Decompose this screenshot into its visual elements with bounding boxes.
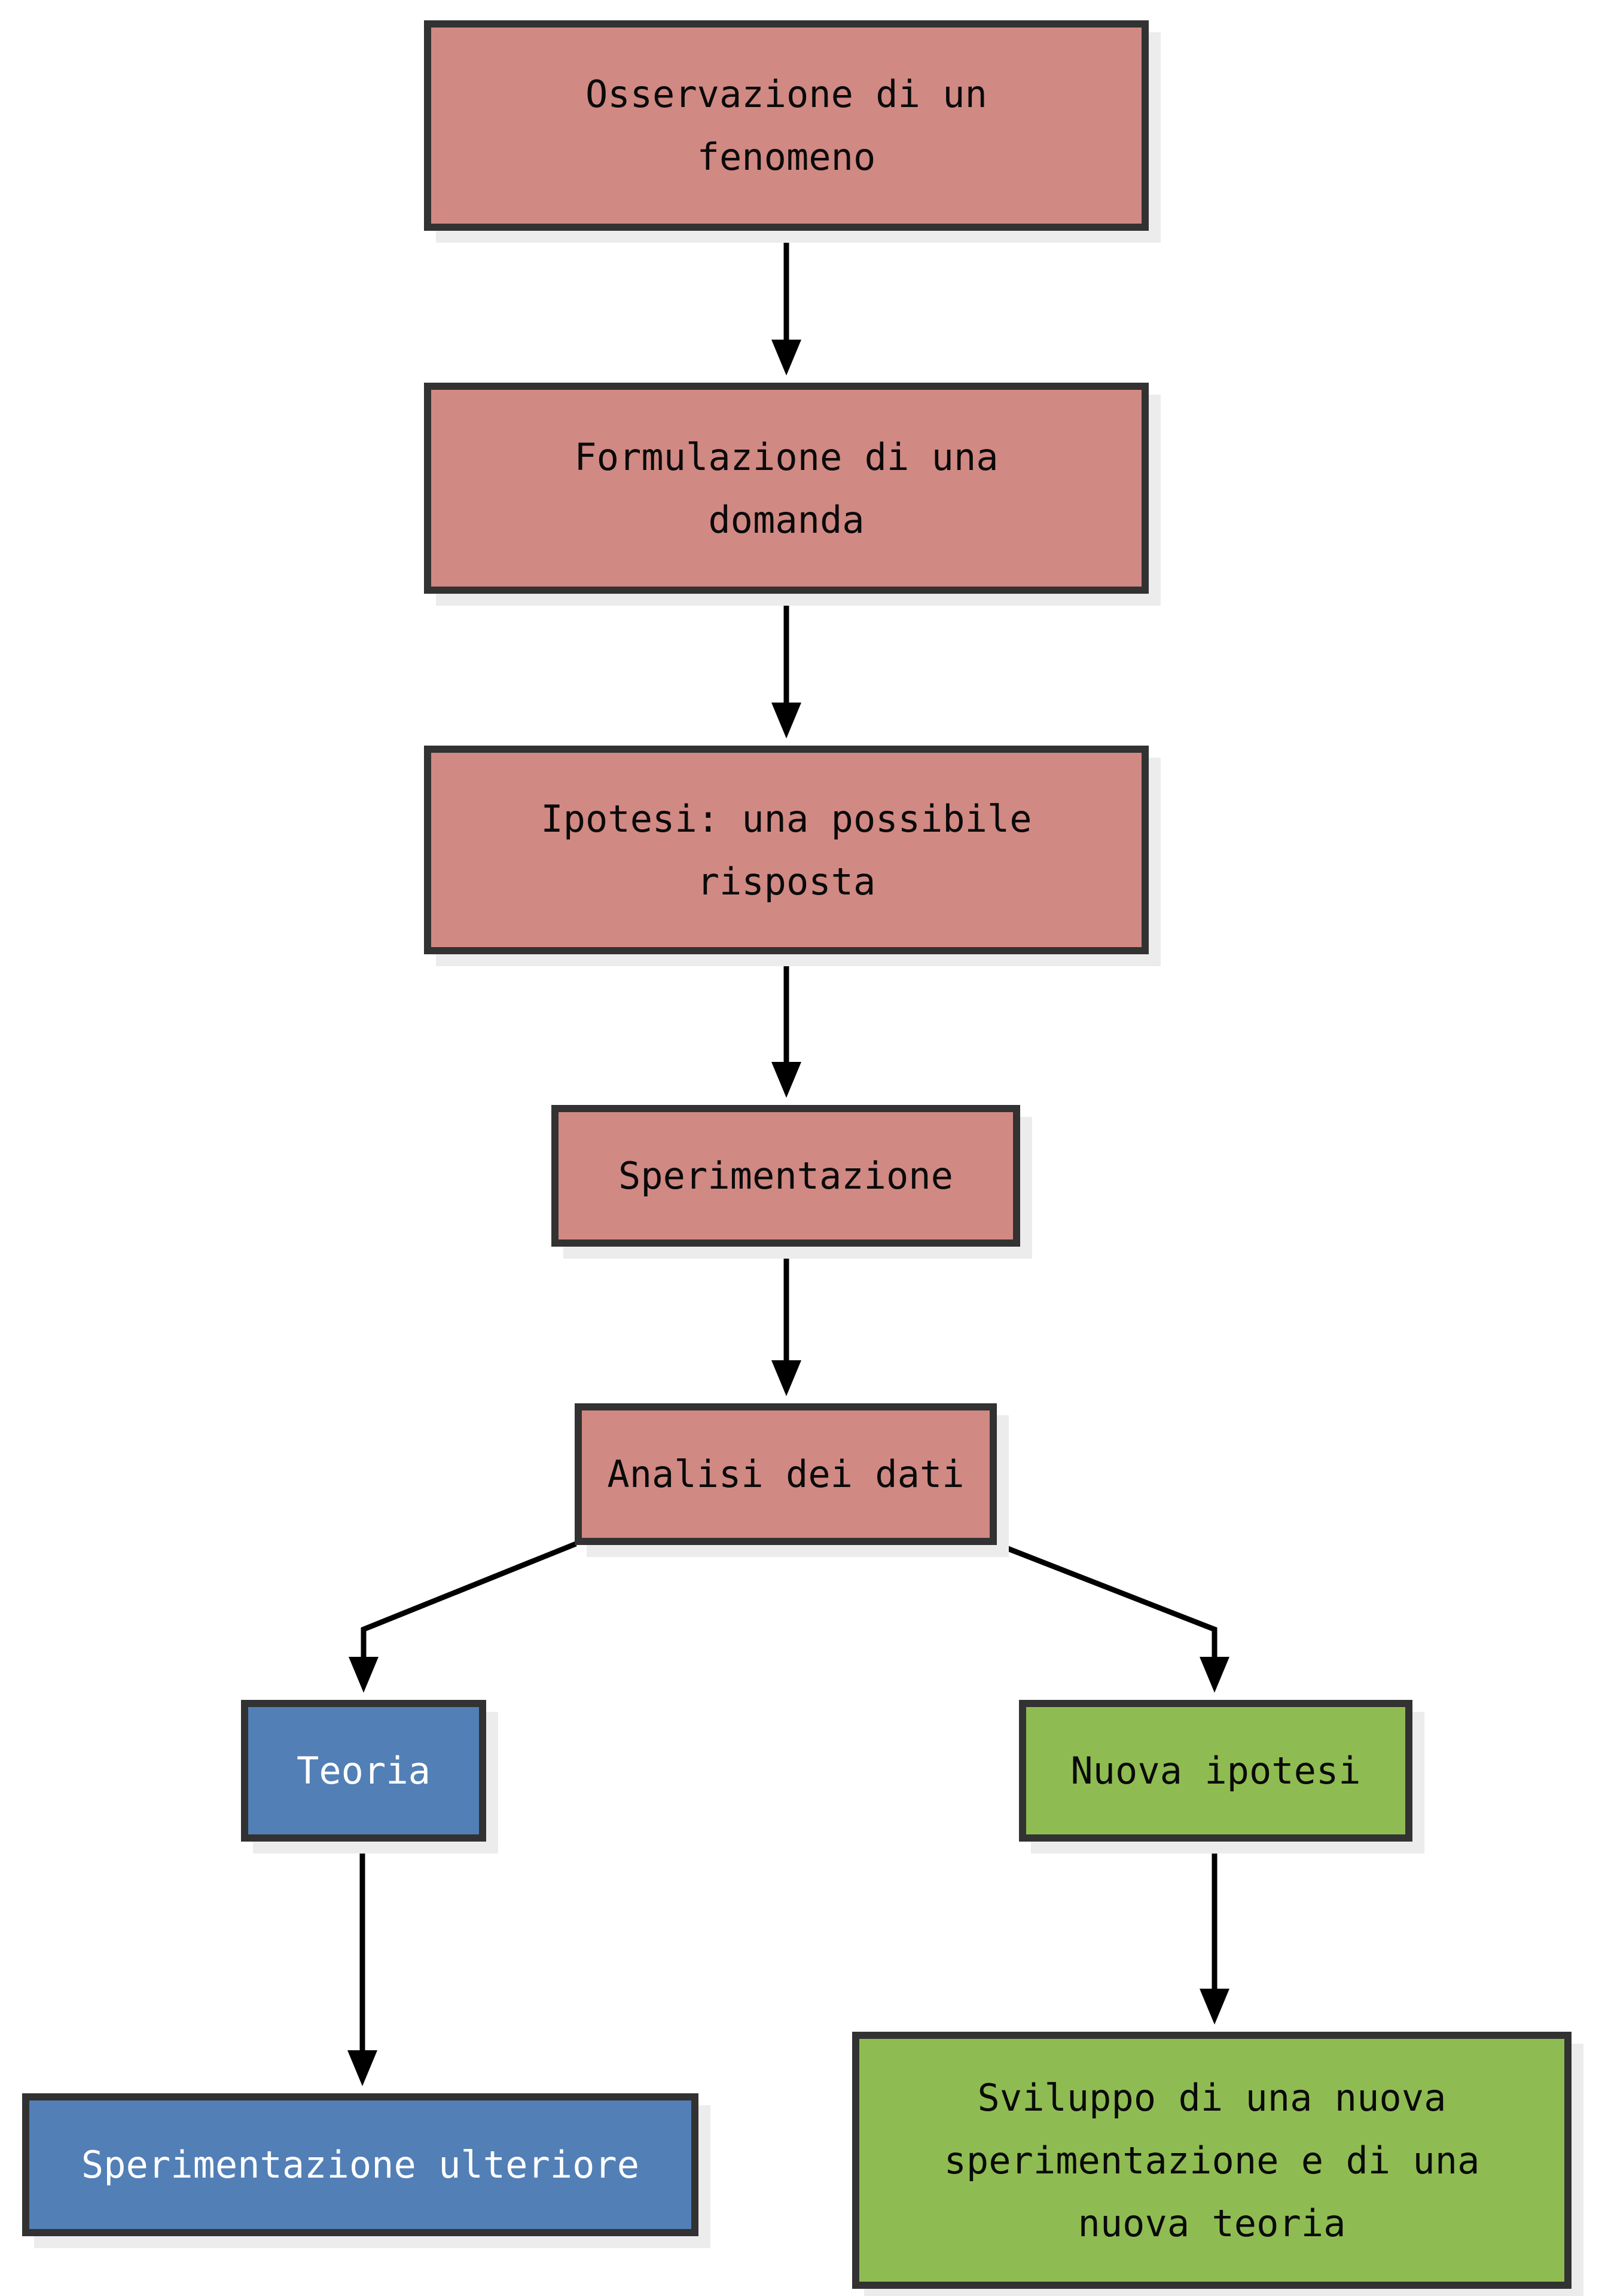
node-label-sperimentazione: Sperimentazione <box>618 1154 953 1198</box>
node-ipotesi: Ipotesi: una possibile risposta <box>424 746 1149 954</box>
node-label-osservazione: Osservazione di un fenomeno <box>585 72 987 179</box>
edge-analisi-to-nuova-ipotesi <box>994 1541 1229 1693</box>
node-sperimentazione-ulteriore: Sperimentazione ulteriore <box>22 2093 698 2236</box>
node-label-analisi: Analisi dei dati <box>607 1452 965 1496</box>
node-sperimentazione: Sperimentazione <box>551 1105 1020 1247</box>
node-label-sperimentazione-ulteriore: Sperimentazione ulteriore <box>81 2143 640 2187</box>
node-osservazione: Osservazione di un fenomeno <box>424 20 1149 231</box>
node-analisi: Analisi dei dati <box>575 1403 997 1545</box>
node-label-sviluppo: Sviluppo di una nuova sperimentazione e … <box>944 2075 1480 2245</box>
node-sviluppo: Sviluppo di una nuova sperimentazione e … <box>852 2032 1572 2289</box>
node-label-ipotesi: Ipotesi: una possibile risposta <box>541 796 1032 903</box>
node-formulazione: Formulazione di una domanda <box>424 383 1149 594</box>
edge-osservazione-to-formulazione <box>771 230 801 375</box>
node-nuova-ipotesi: Nuova ipotesi <box>1019 1700 1412 1842</box>
edge-ipotesi-to-sperimentazione <box>771 953 801 1098</box>
node-teoria: Teoria <box>241 1700 486 1842</box>
node-label-formulazione: Formulazione di una domanda <box>574 435 999 542</box>
edge-teoria-to-sperimentazione-ulteriore <box>347 1840 377 2086</box>
edge-sperimentazione-to-analisi <box>771 1245 801 1396</box>
edge-formulazione-to-ipotesi <box>771 593 801 738</box>
node-label-nuova-ipotesi: Nuova ipotesi <box>1070 1749 1361 1793</box>
edge-nuova-ipotesi-to-sviluppo <box>1200 1840 1229 2025</box>
node-label-teoria: Teoria <box>297 1749 431 1793</box>
edge-analisi-to-teoria <box>349 1541 577 1693</box>
